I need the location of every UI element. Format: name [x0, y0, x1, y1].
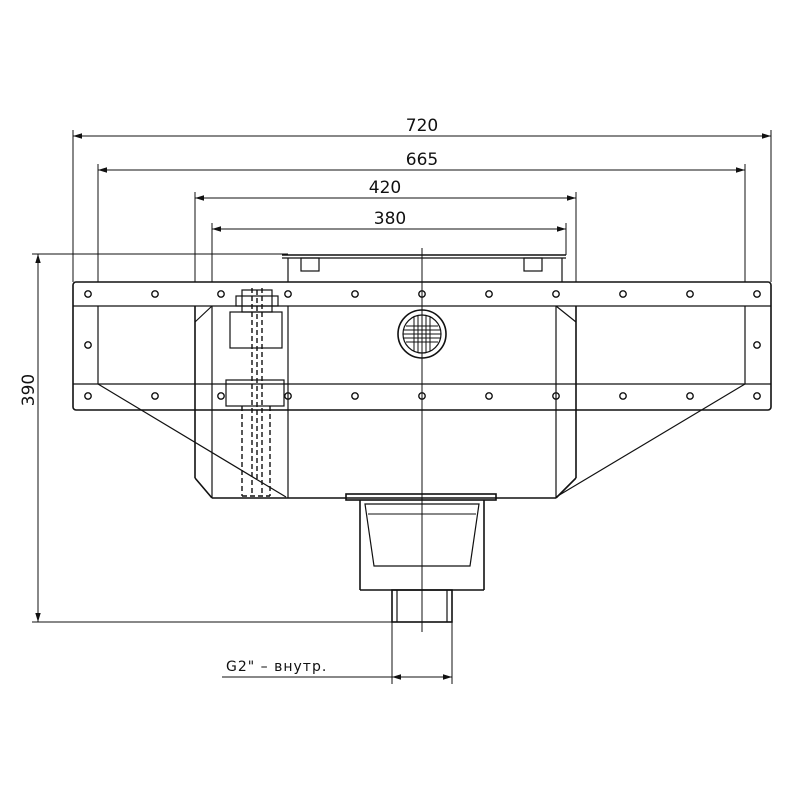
dimension-380-label: 380 [374, 209, 406, 229]
hole-row-top [84, 290, 761, 298]
mounting-hole [217, 290, 225, 298]
dimension-390: 390 [19, 253, 395, 623]
mounting-hole [485, 392, 493, 400]
basket-housing [345, 493, 497, 591]
mounting-hole [753, 290, 761, 298]
dimension-665: 665 [97, 150, 746, 282]
mounting-hole [351, 290, 359, 298]
mounting-hole [284, 290, 292, 298]
dimension-thread: G2" – внутр. [222, 659, 452, 680]
dimension-420: 420 [194, 178, 577, 282]
hole-row-middle [84, 341, 761, 349]
mounting-hole [552, 290, 560, 298]
mounting-hole [84, 290, 92, 298]
dimension-720-label: 720 [406, 116, 438, 136]
mounting-hole [619, 290, 627, 298]
dimension-390-label: 390 [19, 374, 39, 406]
float-mechanism [225, 288, 285, 497]
mounting-hole [84, 392, 92, 400]
mounting-hole [485, 290, 493, 298]
thread-note-label: G2" – внутр. [226, 659, 327, 675]
outlet-pipe [391, 589, 453, 684]
mounting-hole [753, 341, 761, 349]
mounting-hole [151, 392, 159, 400]
dimension-665-label: 665 [406, 150, 438, 170]
dimension-720: 720 [72, 116, 772, 282]
mounting-hole [84, 341, 92, 349]
dimension-380: 380 [211, 209, 567, 282]
mounting-holes [84, 290, 761, 400]
mounting-hole [619, 392, 627, 400]
mounting-hole [686, 392, 694, 400]
top-lid [282, 254, 566, 282]
mounting-hole [151, 290, 159, 298]
dimension-420-label: 420 [369, 178, 401, 198]
mounting-hole [753, 392, 761, 400]
side-diagonals [97, 383, 746, 498]
mounting-hole [351, 392, 359, 400]
mounting-hole [686, 290, 694, 298]
skimmer-body [194, 305, 577, 499]
mounting-hole [217, 392, 225, 400]
